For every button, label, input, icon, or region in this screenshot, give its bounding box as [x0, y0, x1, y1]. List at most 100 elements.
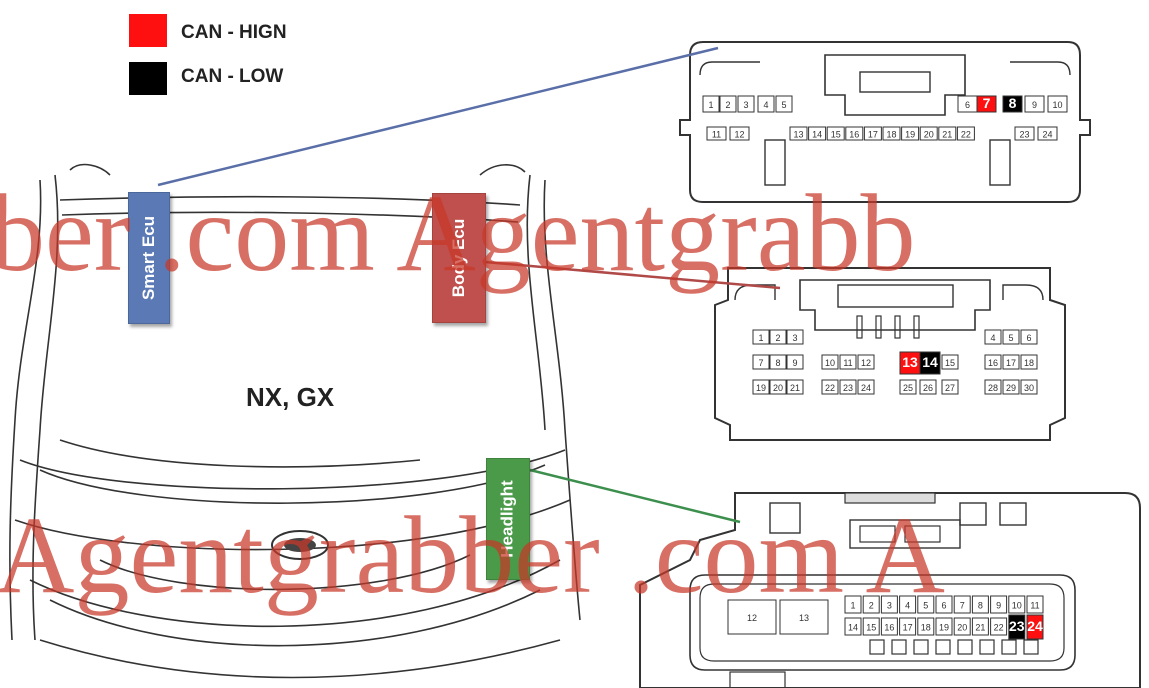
pin-number: 6 — [965, 100, 970, 110]
pin-number: 7 — [983, 95, 991, 111]
pin-number: 19 — [905, 130, 915, 140]
body-pin-9: 9 — [786, 354, 804, 370]
headlight-pin-9: 9 — [990, 595, 1008, 614]
smart-pin-11: 11 — [706, 126, 727, 141]
pin-number: 18 — [1024, 358, 1034, 368]
pin-number: 10 — [1012, 601, 1022, 611]
pin-number: 29 — [1006, 383, 1016, 393]
pin-number: 9 — [792, 358, 797, 368]
connector-tooth — [913, 639, 929, 655]
headlight-pin-1: 1 — [844, 595, 862, 614]
car-outline — [9, 163, 581, 679]
pin-number: 12 — [861, 358, 871, 368]
smart-pin-17: 17 — [863, 126, 882, 141]
smart-pin-22: 22 — [956, 126, 975, 141]
pin-number: 21 — [790, 383, 800, 393]
pin-number: 22 — [825, 383, 835, 393]
smart-pin-5: 5 — [775, 95, 793, 113]
connector-slot — [856, 315, 863, 339]
body-pin-27: 27 — [941, 379, 959, 395]
smart-ecu-connector — [679, 41, 1091, 203]
body-pin-10: 10 — [821, 354, 839, 370]
pin-number: 3 — [887, 601, 892, 611]
pin-number: 2 — [869, 601, 874, 611]
headlight-pin-5: 5 — [917, 595, 935, 614]
smart-pin-7: 7 — [976, 95, 997, 113]
pin-number: 16 — [849, 130, 859, 140]
smart-pin-1: 1 — [702, 95, 720, 113]
body-pin-8: 8 — [769, 354, 787, 370]
body-pin-26: 26 — [919, 379, 937, 395]
headlight-pin-23: 23 — [1008, 614, 1026, 640]
connector-slot — [875, 315, 882, 339]
pin-number: 24 — [1027, 618, 1043, 634]
pin-number: 12 — [734, 130, 744, 140]
pin-number: 5 — [923, 601, 928, 611]
pin-number: 13 — [793, 130, 803, 140]
model-label: NX, GX — [246, 382, 335, 412]
pin-number: 2 — [775, 333, 780, 343]
headlight-pin-7: 7 — [953, 595, 971, 614]
pin-number: 23 — [1019, 130, 1029, 140]
smart-pin-23: 23 — [1014, 126, 1035, 141]
body-pin-5: 5 — [1002, 329, 1020, 345]
pin-number: 26 — [923, 383, 933, 393]
body-pin-6: 6 — [1020, 329, 1038, 345]
smart-pin-19: 19 — [901, 126, 920, 141]
body-pin-25: 25 — [899, 379, 917, 395]
pin-number: 15 — [945, 358, 955, 368]
pin-number: 17 — [903, 623, 913, 633]
pin-number: 23 — [1009, 618, 1025, 634]
pin-number: 4 — [763, 100, 768, 110]
body-pin-22: 22 — [821, 379, 839, 395]
pin-number: 8 — [775, 358, 780, 368]
headlight-pin-6: 6 — [935, 595, 953, 614]
pin-number: 10 — [1052, 100, 1062, 110]
body-pin-14: 14 — [919, 351, 941, 375]
pin-number: 7 — [960, 601, 965, 611]
headlight-pin-4: 4 — [899, 595, 917, 614]
connector-slot — [913, 315, 920, 339]
pin-number: 1 — [758, 333, 763, 343]
pin-number: 9 — [1032, 100, 1037, 110]
smart-ecu-leader-line — [157, 46, 719, 187]
pin-number: 19 — [939, 623, 949, 633]
pin-number: 24 — [861, 383, 871, 393]
headlight-pin-11: 11 — [1026, 595, 1044, 614]
smart-pin-12: 12 — [729, 126, 750, 141]
pin-number: 8 — [1009, 95, 1017, 111]
smart-pin-13: 13 — [789, 126, 808, 141]
body-pin-17: 17 — [1002, 354, 1020, 370]
pin-number: 4 — [990, 333, 995, 343]
connector-tooth — [957, 639, 973, 655]
body-pin-24: 24 — [857, 379, 875, 395]
pin-number: 19 — [756, 383, 766, 393]
smart-pin-21: 21 — [938, 126, 957, 141]
connector-tooth — [1001, 639, 1017, 655]
body-pin-7: 7 — [752, 354, 770, 370]
pin-number: 17 — [1006, 358, 1016, 368]
body-pin-3: 3 — [786, 329, 804, 345]
pin-number: 11 — [843, 358, 852, 368]
body-pin-28: 28 — [984, 379, 1002, 395]
smart-pin-15: 15 — [826, 126, 845, 141]
pin-number: 27 — [945, 383, 955, 393]
pin-number: 16 — [884, 623, 894, 633]
smart-pin-6: 6 — [957, 95, 978, 113]
pin-number: 8 — [978, 601, 983, 611]
headlight-label: Headlight — [486, 458, 530, 580]
can-low-label: CAN - LOW — [181, 66, 284, 87]
connector-tooth — [979, 639, 995, 655]
connector-tooth — [891, 639, 907, 655]
watermark-top: ber .com Agentgrabb — [0, 172, 916, 294]
headlight-pin-3: 3 — [880, 595, 898, 614]
car-emblem-icon — [271, 530, 329, 560]
connector-tooth — [935, 639, 951, 655]
smart-pin-18: 18 — [882, 126, 901, 141]
pin-number: 20 — [773, 383, 783, 393]
connector-tooth — [869, 639, 885, 655]
body-pin-1: 1 — [752, 329, 770, 345]
watermark-bottom: Agentgrabber .com A — [0, 494, 945, 616]
